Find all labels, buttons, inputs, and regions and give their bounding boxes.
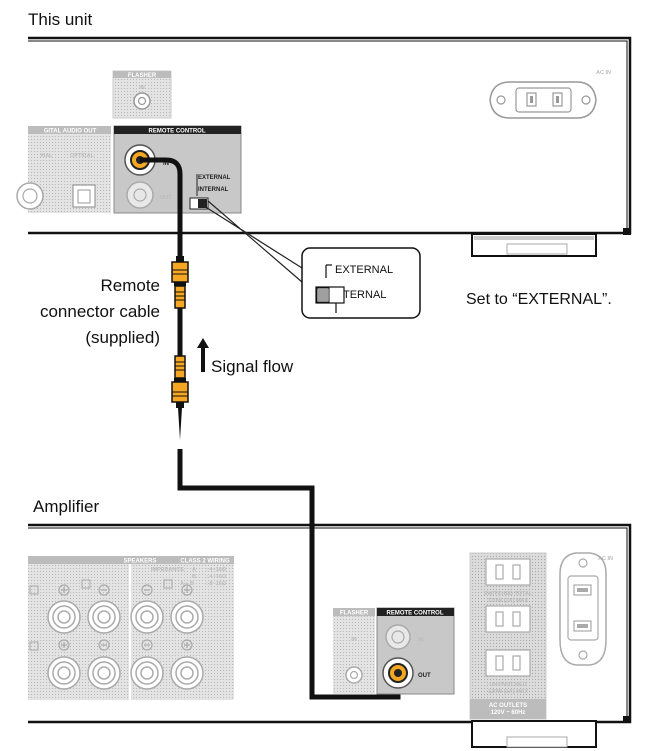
- unswitched-line1: UNSWITCHED: [489, 682, 526, 688]
- callout-external-label: EXTERNAL: [335, 264, 393, 276]
- remote-control-label-amp: REMOTE CONTROL: [387, 611, 444, 617]
- callout-internal-label: INTERNAL: [332, 289, 386, 301]
- remote-control-label-unit: REMOTE CONTROL: [149, 129, 206, 135]
- ac-outlets-line2: 120V ~ 60Hz: [491, 710, 526, 716]
- impedance-b-label: B: [192, 574, 196, 580]
- impedance-label: IMPEDANCE: [151, 567, 184, 573]
- this-unit-title: This unit: [28, 10, 93, 29]
- this-unit-device: FLASHER IN GITAL AUDIO OUT XIAL OPTICAL …: [16, 36, 632, 257]
- switched-line2: 120W (1A) MAX: [488, 598, 529, 604]
- switch-internal-label: INTERNAL: [198, 187, 229, 193]
- speakers-label: SPEAKERS: [123, 559, 156, 565]
- ac-inlet-amp: AC IN: [559, 552, 613, 666]
- cable-label-line3: (supplied): [85, 328, 160, 347]
- amp-rc-out-label: OUT: [418, 673, 431, 679]
- impedance-a-value: : 4~16Ω: [206, 567, 227, 573]
- unswitched-line2: 120W (1A) MAX: [488, 689, 529, 695]
- rc-in-label-unit: IN: [163, 161, 169, 167]
- ac-in-label-unit: AC IN: [596, 70, 611, 76]
- flasher-in-label: IN: [139, 85, 145, 91]
- cable-label-line2: connector cable: [40, 302, 160, 321]
- impedance-a-label: A: [192, 567, 196, 573]
- switched-line1: SWITCHED TOTAL: [484, 591, 533, 597]
- ac-inlet-unit: AC IN: [489, 70, 611, 119]
- amplifier-device: SPEAKERS CLASS 2 WIRING IMPEDANCE A : 4~…: [28, 523, 632, 748]
- coaxial-label: XIAL: [40, 153, 53, 159]
- switch-external-label: EXTERNAL: [198, 175, 231, 181]
- ac-in-label-amp: AC IN: [598, 556, 613, 562]
- flasher-jack: FLASHER IN: [112, 70, 172, 119]
- rc-out-jack: [126, 181, 154, 209]
- remote-control-section-amp: REMOTE CONTROL IN OUT: [376, 607, 455, 695]
- amp-flasher-in-label: IN: [351, 637, 357, 643]
- amplifier-title: Amplifier: [33, 497, 99, 516]
- amp-flasher-label: FLASHER: [340, 611, 369, 617]
- optical-port-icon: [72, 184, 96, 208]
- optical-label: OPTICAL: [70, 153, 95, 159]
- impedance-b-value: : 4~16Ω: [206, 574, 227, 580]
- ac-outlets: SWITCHED TOTAL 120W (1A) MAX UNSWITCHED …: [469, 552, 547, 720]
- signal-flow-arrow-icon: [197, 338, 209, 372]
- speaker-terminals: SPEAKERS CLASS 2 WIRING IMPEDANCE A : 4~…: [28, 556, 234, 700]
- set-to-external-note: Set to “EXTERNAL”.: [466, 291, 612, 308]
- digital-audio-out-section: GITAL AUDIO OUT XIAL OPTICAL: [16, 126, 111, 213]
- amp-flasher-jack: FLASHER IN: [333, 608, 375, 694]
- cable-label-line1: Remote: [100, 276, 160, 295]
- switch-callout: EXTERNAL INTERNAL: [203, 200, 421, 319]
- ac-outlets-line1: AC OUTLETS: [489, 703, 527, 709]
- amp-rc-in-label: IN: [418, 637, 424, 643]
- rc-out-label-unit: OUT: [160, 195, 172, 201]
- class2-label: CLASS 2 WIRING: [180, 559, 230, 565]
- signal-flow-label: Signal flow: [211, 357, 294, 376]
- impedance-ab-value: : 8~16Ω: [206, 581, 227, 587]
- digital-audio-out-label: GITAL AUDIO OUT: [44, 129, 97, 135]
- impedance-ab-label: A + B: [180, 581, 194, 587]
- flasher-label: FLASHER: [128, 73, 157, 79]
